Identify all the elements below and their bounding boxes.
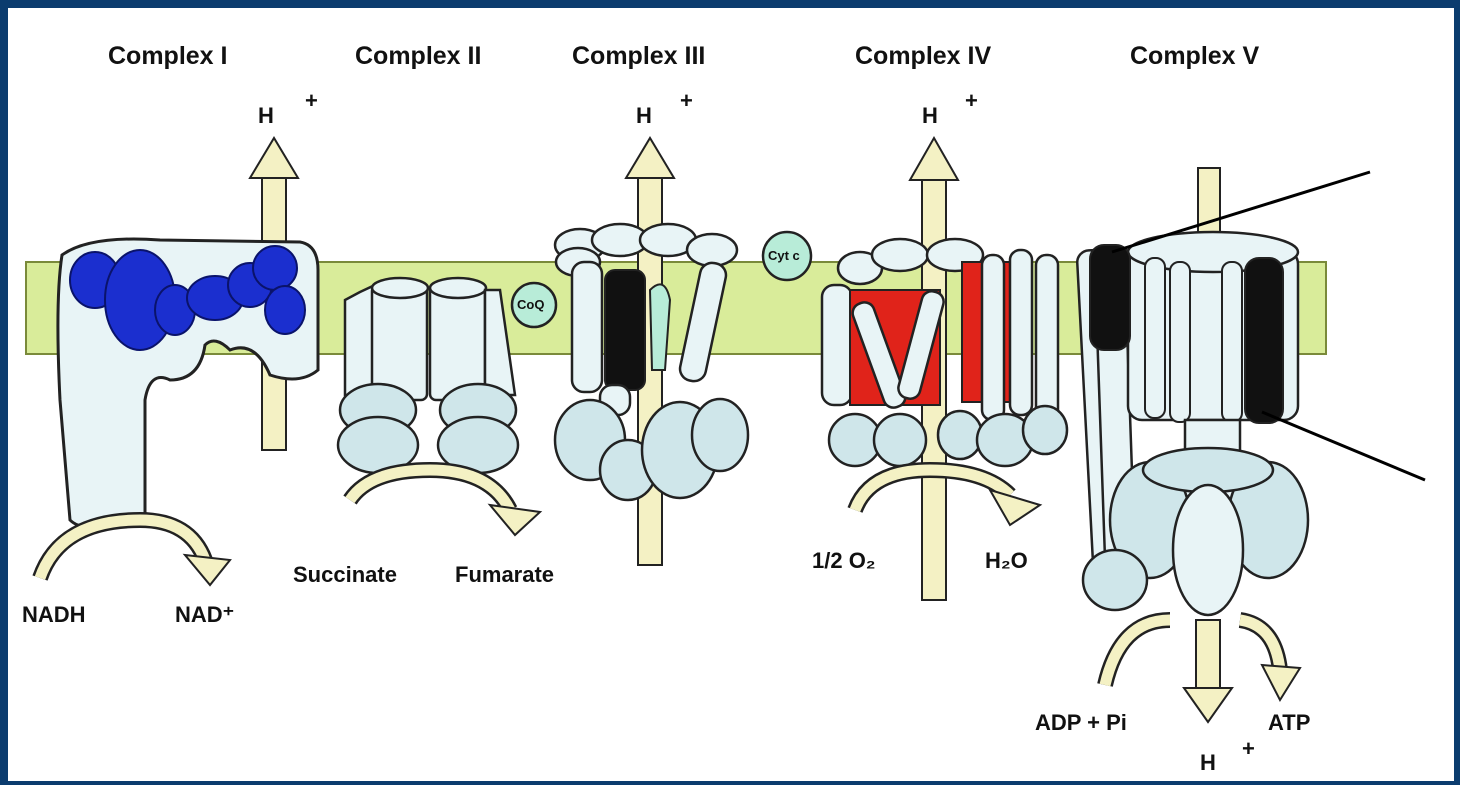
complex-iii-title: Complex III xyxy=(572,42,705,71)
atp-label: ATP xyxy=(1268,710,1310,736)
complex-v-title: Complex V xyxy=(1130,42,1259,71)
complex-iv-substrate-arrow xyxy=(855,470,1040,525)
complex-ii-substrate-arrow xyxy=(350,470,540,535)
complex-i-substrate-arrow xyxy=(40,520,230,585)
complex-i-title: Complex I xyxy=(108,42,227,71)
succinate-label: Succinate xyxy=(293,562,397,588)
complex-v-shape xyxy=(1077,168,1308,615)
proton-charge-iii: + xyxy=(680,88,693,114)
adp-label: ADP + Pi xyxy=(1035,710,1127,736)
proton-label-iv: H xyxy=(922,103,938,129)
proton-label-i: H xyxy=(258,103,274,129)
proton-charge-iv: + xyxy=(965,88,978,114)
proton-label-v: H xyxy=(1200,750,1216,776)
nad-label: NAD⁺ xyxy=(175,602,234,628)
water-label: H₂O xyxy=(985,548,1028,574)
proton-label-iii: H xyxy=(636,103,652,129)
complex-ii-shape xyxy=(338,278,518,473)
proton-charge-v: + xyxy=(1242,736,1255,762)
oxygen-label: 1/2 O₂ xyxy=(812,548,876,574)
cytc-label: Cyt c xyxy=(768,248,800,263)
coq-label: CoQ xyxy=(517,297,544,312)
complex-ii-title: Complex II xyxy=(355,42,481,71)
complex-v-proton-arrow xyxy=(1184,620,1232,722)
complex-iv-title: Complex IV xyxy=(855,42,991,71)
nadh-label: NADH xyxy=(22,602,86,628)
proton-charge-i: + xyxy=(305,88,318,114)
fumarate-label: Fumarate xyxy=(455,562,554,588)
